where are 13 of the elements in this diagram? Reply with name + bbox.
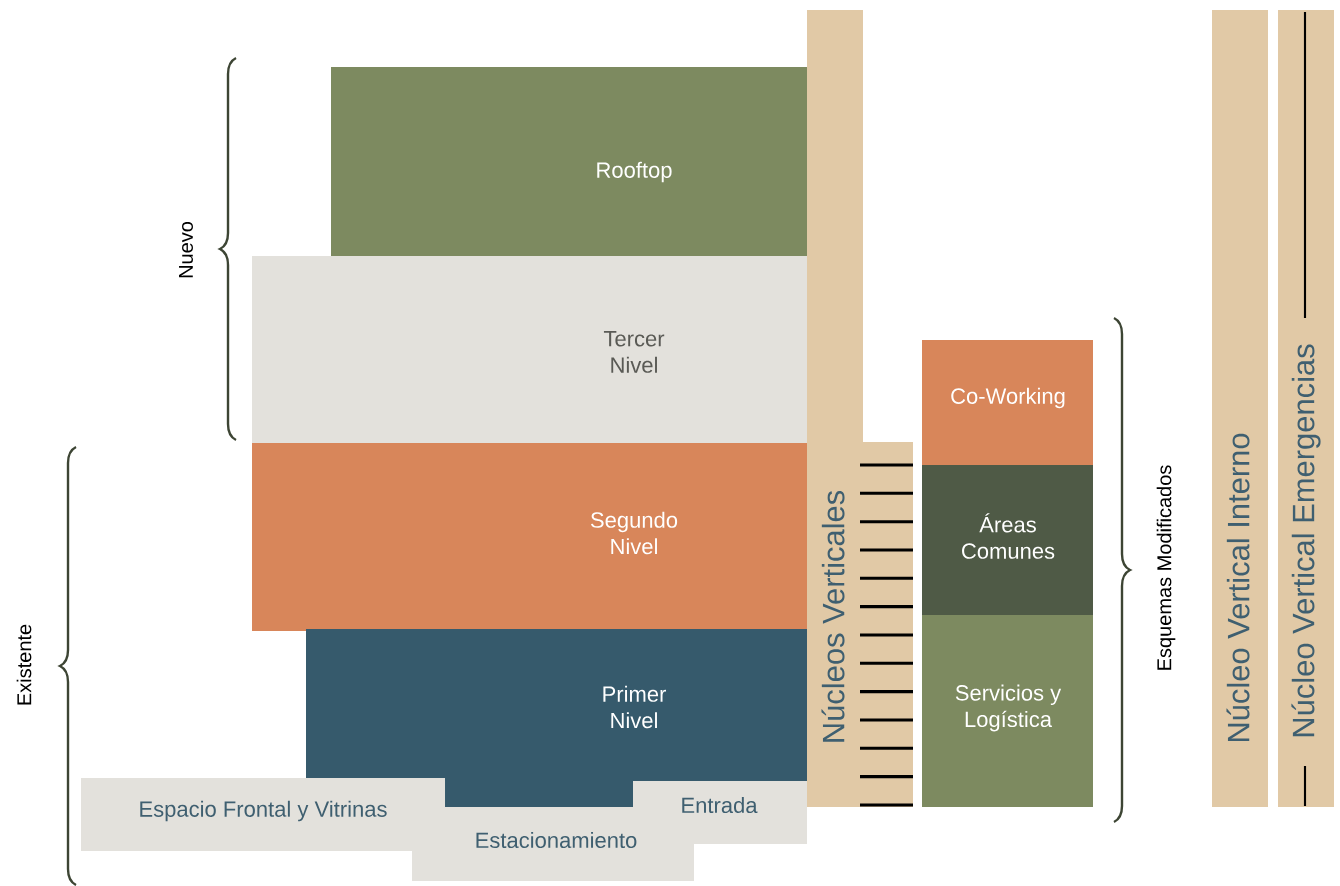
- floor-block: Rooftop: [331, 67, 807, 256]
- floor-block: Segundo Nivel: [252, 443, 807, 631]
- group-label: Existente: [16, 624, 32, 705]
- program-block: Co-Working: [922, 340, 1093, 465]
- group-label: Nuevo: [179, 221, 193, 278]
- program-block: Áreas Comunes: [922, 465, 1093, 615]
- program-block: Servicios y Logística: [922, 615, 1093, 807]
- floor-block: Tercer Nivel: [252, 256, 807, 443]
- core-column: Núcleo Vertical Interno: [1212, 10, 1268, 807]
- core-column: Núcleo Vertical Emergencias: [1278, 10, 1334, 807]
- group-label: Esquemas Modificados: [1156, 465, 1176, 670]
- core-column: Núcleos Verticales: [807, 10, 913, 807]
- ground-block: Espacio Frontal y Vitrinas: [81, 778, 445, 851]
